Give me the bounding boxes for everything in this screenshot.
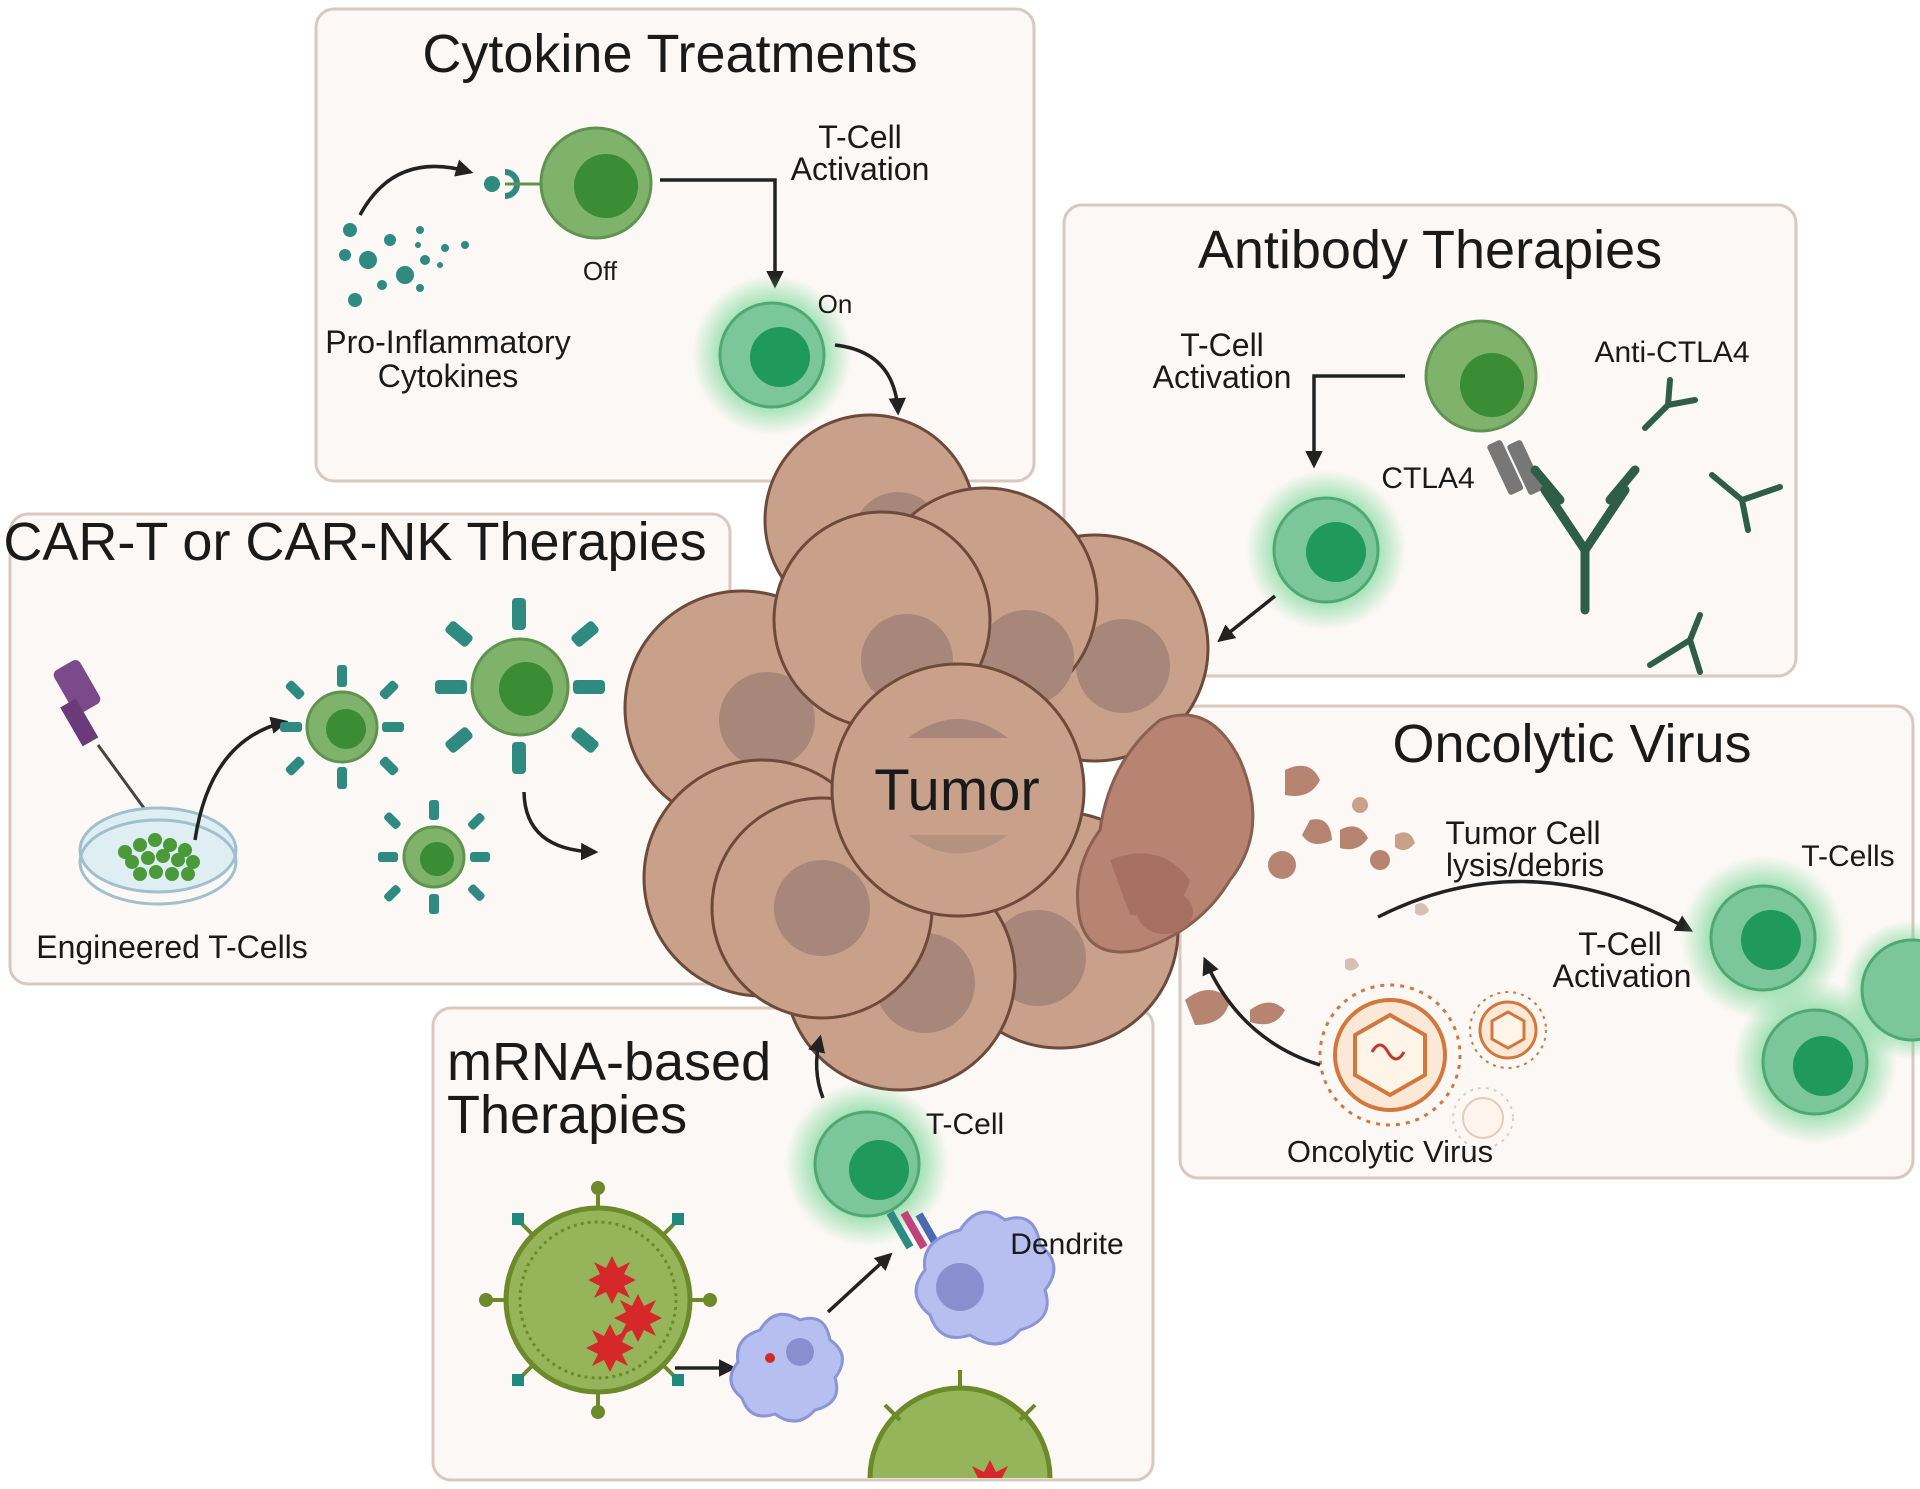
- antibody-to-tumor-arrow: [1217, 594, 1277, 643]
- mrna-title-1: mRNA-based: [447, 1032, 771, 1092]
- free-antibody-3: [1647, 612, 1703, 675]
- car-t-cell-small-1: [280, 665, 404, 789]
- anti-ctla4-label: Anti-CTLA4: [1594, 336, 1749, 369]
- antibody-title: Antibody Therapies: [1198, 220, 1662, 280]
- oncolytic-virus-large: [1318, 983, 1462, 1127]
- off-label: Off: [583, 256, 618, 286]
- tumor-cluster: [623, 413, 1429, 1092]
- mrna-t-cell: [785, 1082, 949, 1246]
- car-title: CAR-T or CAR-NK Therapies: [3, 512, 706, 572]
- tumor-debris: [1076, 713, 1429, 1025]
- activated-t-cell-oncolytic-3: [1842, 920, 1920, 1060]
- car-engineering-arrow: [193, 716, 289, 841]
- mrna-to-tumor-arrow: [808, 1034, 826, 1099]
- cytokines-label-1: Pro-Inflammatory: [325, 324, 570, 360]
- on-label: On: [818, 289, 853, 319]
- ctla4-receptor: [1487, 440, 1544, 495]
- dendritic-maturation-arrow: [826, 1252, 893, 1314]
- dendrite-label: Dendrite: [1010, 1228, 1123, 1261]
- oncolytic-title: Oncolytic Virus: [1392, 714, 1751, 774]
- car-to-tumor-arrow: [522, 791, 599, 861]
- mrna-t-cell-label: T-Cell: [926, 1108, 1004, 1141]
- activated-t-cell-oncolytic-1: [1681, 856, 1845, 1020]
- oncolytic-activation-label-1: T-Cell: [1578, 926, 1662, 962]
- oncolytic-activation-label-2: Activation: [1553, 958, 1692, 994]
- cytokine-panel: [314, 7, 1036, 483]
- antibody-activation-label-1: T-Cell: [1180, 327, 1264, 363]
- antibody-activation-label-2: Activation: [1153, 359, 1292, 395]
- engineered-t-cells-label: Engineered T-Cells: [36, 929, 308, 965]
- oncolytic-virus-label: Oncolytic Virus: [1287, 1134, 1493, 1169]
- dendritic-cell-mrna: [729, 1312, 844, 1423]
- antibody-activation-arrow: [1305, 374, 1405, 469]
- activated-t-cell-antibody: [1246, 470, 1406, 630]
- cytokine-dots: [339, 223, 469, 307]
- lysis-label-1: Tumor Cell: [1445, 815, 1600, 851]
- t-cells-label: T-Cells: [1801, 840, 1894, 873]
- mrna-nanoparticle-partial: [867, 1370, 1053, 1479]
- dendritic-cell-activated: [914, 1210, 1056, 1346]
- cytokine-to-tumor-arrow: [834, 343, 907, 416]
- ctla4-label: CTLA4: [1381, 462, 1474, 495]
- cytokine-activation-label-2: Activation: [791, 151, 930, 187]
- oncolytic-virus-small: [1452, 1087, 1514, 1149]
- car-t-cell-small-2: [378, 800, 490, 914]
- car-t-cell-large: [435, 598, 605, 774]
- virus-to-tumor-arrow: [1202, 956, 1321, 1067]
- tumor-center-cell: [830, 662, 1086, 918]
- lysis-label-2: lysis/debris: [1446, 847, 1604, 883]
- bound-anti-ctla4-antibody: [1530, 465, 1640, 615]
- tumor-label: Tumor: [874, 758, 1039, 823]
- free-antibody-1: [1642, 377, 1698, 431]
- cytokines-label-2: Cytokines: [378, 358, 519, 394]
- mrna-title-2: Therapies: [447, 1085, 687, 1145]
- cytokine-title: Cytokine Treatments: [422, 24, 917, 84]
- lysis-activation-arrow: [1377, 879, 1694, 932]
- mrna-lipid-nanoparticle: [479, 1181, 717, 1419]
- free-antibody-2: [1709, 472, 1783, 533]
- antibody-t-cell: [1424, 319, 1538, 433]
- cytokine-activation-arrow: [660, 178, 784, 289]
- cytokine-receptor: [484, 169, 545, 199]
- activated-t-cell: [692, 275, 852, 435]
- cytokine-activation-label-1: T-Cell: [818, 119, 902, 155]
- oncolytic-virus-medium: [1469, 991, 1547, 1069]
- cytokine-binding-arrow: [358, 159, 474, 216]
- inactive-t-cell: [539, 126, 653, 240]
